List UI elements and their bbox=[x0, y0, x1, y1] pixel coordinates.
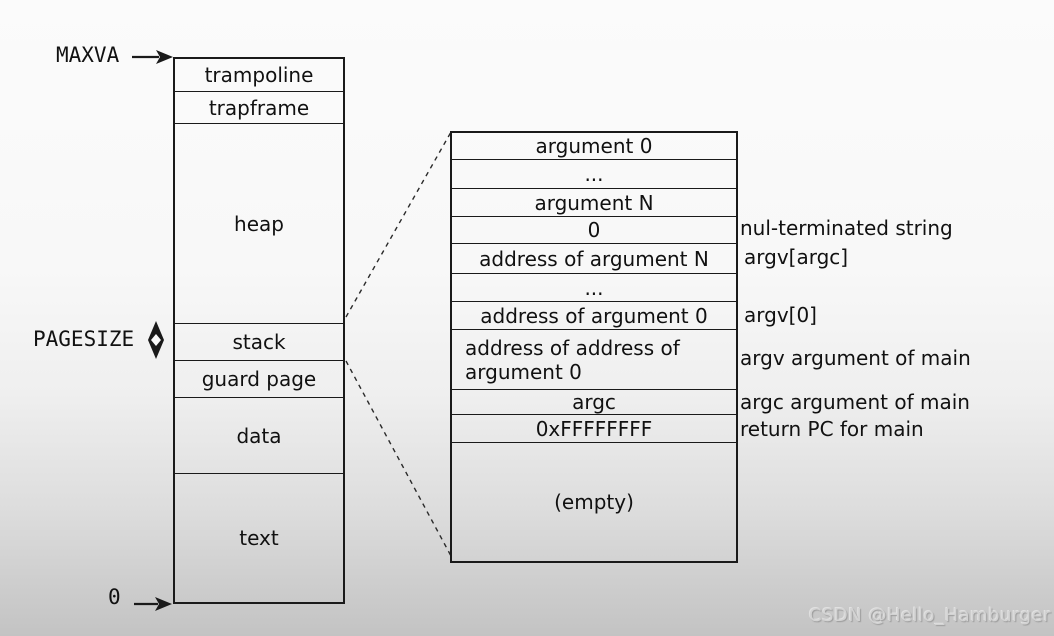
stack-row-address-of-argument-0: address of argument 0 bbox=[452, 302, 736, 330]
origin-zero-label: 0 bbox=[108, 585, 121, 609]
maxva-arrow-head-icon bbox=[156, 50, 173, 64]
row-label: 0xFFFFFFFF bbox=[535, 416, 653, 441]
memory-section-data: data bbox=[175, 398, 343, 474]
zero-arrow-head-icon bbox=[155, 597, 172, 611]
stack-row-argument-n: argument N bbox=[452, 189, 736, 217]
stack-row-nul-zero: 0 bbox=[452, 217, 736, 244]
stack-row-argument-0: argument 0 bbox=[452, 133, 736, 160]
section-label: guard page bbox=[201, 367, 317, 391]
annotation-nul-terminated-string: nul-terminated string bbox=[740, 216, 953, 240]
section-label: heap bbox=[234, 211, 284, 236]
memory-section-heap: heap bbox=[175, 124, 343, 324]
stack-row-ellipsis-args: ... bbox=[452, 160, 736, 189]
annotation-argc-argument-of-main: argc argument of main bbox=[740, 390, 970, 414]
memory-section-trampoline: trampoline bbox=[175, 59, 343, 92]
row-label: address of argument 0 bbox=[480, 303, 708, 328]
section-label: trapframe bbox=[208, 95, 310, 120]
memory-section-text: text bbox=[175, 474, 343, 602]
stack-detail-box: argument 0 ... argument N 0 address of a… bbox=[450, 131, 738, 563]
stack-row-ellipsis-addresses: ... bbox=[452, 274, 736, 302]
annotation-argv-0: argv[0] bbox=[744, 303, 817, 327]
section-label: data bbox=[236, 423, 282, 448]
row-label: address of argument N bbox=[479, 246, 709, 271]
csdn-watermark: CSDN @Hello_Hamburger bbox=[808, 605, 1051, 626]
memory-section-guard-page: guard page bbox=[175, 361, 343, 398]
maxva-label: MAXVA bbox=[56, 43, 120, 67]
row-label: argument 0 bbox=[535, 134, 653, 158]
stack-row-argc: argc bbox=[452, 390, 736, 415]
stack-connector-top-dashed-line bbox=[345, 131, 452, 318]
memory-section-trapframe: trapframe bbox=[175, 92, 343, 124]
annotation-argv-argc: argv[argc] bbox=[744, 245, 849, 269]
row-label: ... bbox=[584, 162, 604, 186]
annotation-return-pc-for-main: return PC for main bbox=[740, 417, 924, 441]
row-label: argc bbox=[572, 390, 616, 414]
section-label: trampoline bbox=[204, 63, 314, 87]
stack-row-empty: (empty) bbox=[452, 443, 736, 561]
stack-row-address-of-address-of-argument-0: address of address of argument 0 bbox=[452, 330, 736, 390]
stack-row-address-of-argument-n: address of argument N bbox=[452, 244, 736, 274]
address-space-box: trampoline trapframe heap stack guard pa… bbox=[173, 57, 345, 604]
pagesize-double-arrow-notch bbox=[151, 334, 161, 346]
pagesize-label: PAGESIZE bbox=[33, 327, 135, 351]
row-label: argument N bbox=[534, 190, 654, 215]
section-label: text bbox=[239, 526, 279, 550]
memory-section-stack: stack bbox=[175, 324, 343, 361]
row-label: 0 bbox=[587, 218, 601, 242]
stack-row-return-pc: 0xFFFFFFFF bbox=[452, 415, 736, 443]
row-label: address of address of argument 0 bbox=[465, 335, 680, 384]
pagesize-double-arrow-icon bbox=[148, 321, 164, 359]
row-label: ... bbox=[584, 275, 604, 300]
section-label: stack bbox=[232, 330, 286, 354]
stack-connector-bottom-dashed-line bbox=[345, 360, 452, 557]
annotation-argv-argument-of-main: argv argument of main bbox=[740, 346, 971, 370]
row-label: (empty) bbox=[554, 490, 634, 514]
